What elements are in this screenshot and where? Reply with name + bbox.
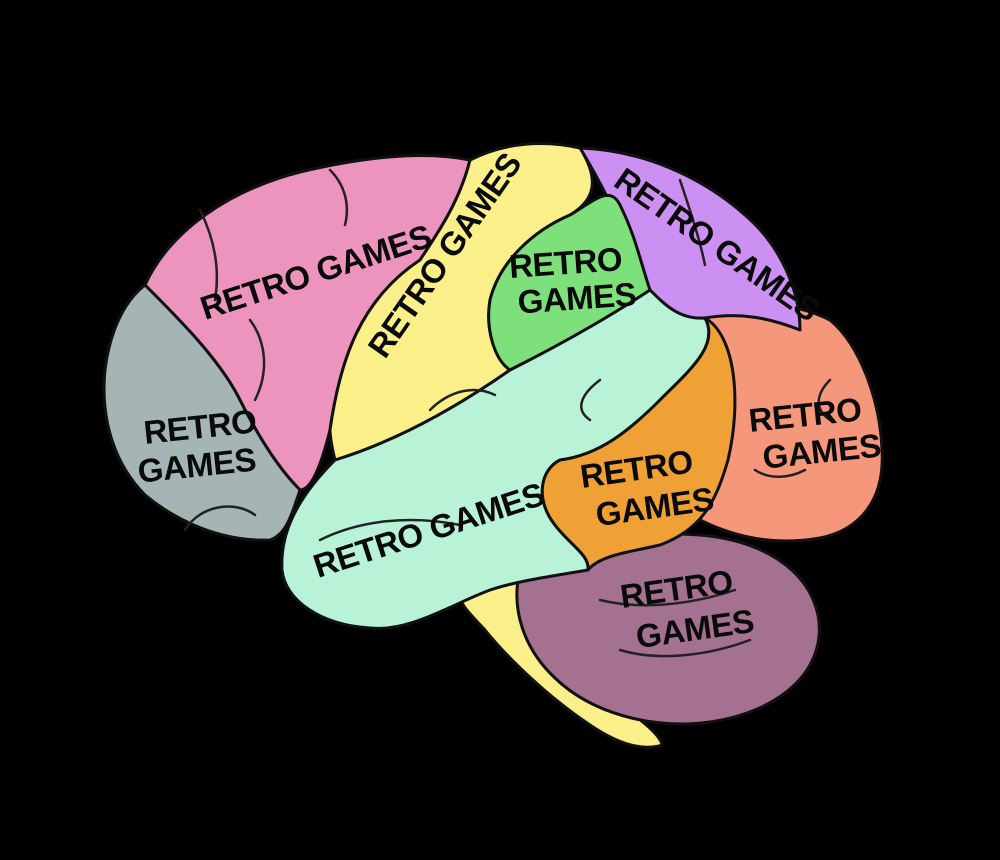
fold-line xyxy=(598,588,737,607)
label-occipital: RETRO GAMES xyxy=(747,389,883,477)
label-prefrontal: RETRO GAMES xyxy=(132,401,271,489)
fold-line xyxy=(618,638,752,658)
fold-line xyxy=(580,378,602,422)
fold-line xyxy=(248,318,266,402)
fold-line xyxy=(753,468,807,478)
fold-line xyxy=(817,378,832,422)
fold-line xyxy=(318,518,462,542)
prefrontal-lobe xyxy=(102,283,302,542)
fold-line xyxy=(428,388,497,412)
fold-line xyxy=(183,505,257,532)
fold-line xyxy=(678,178,707,267)
fold-line xyxy=(198,208,219,302)
wernicke-area xyxy=(540,316,737,572)
fold-line xyxy=(328,168,349,227)
label-sensory: RETRO GAMES xyxy=(508,239,637,321)
